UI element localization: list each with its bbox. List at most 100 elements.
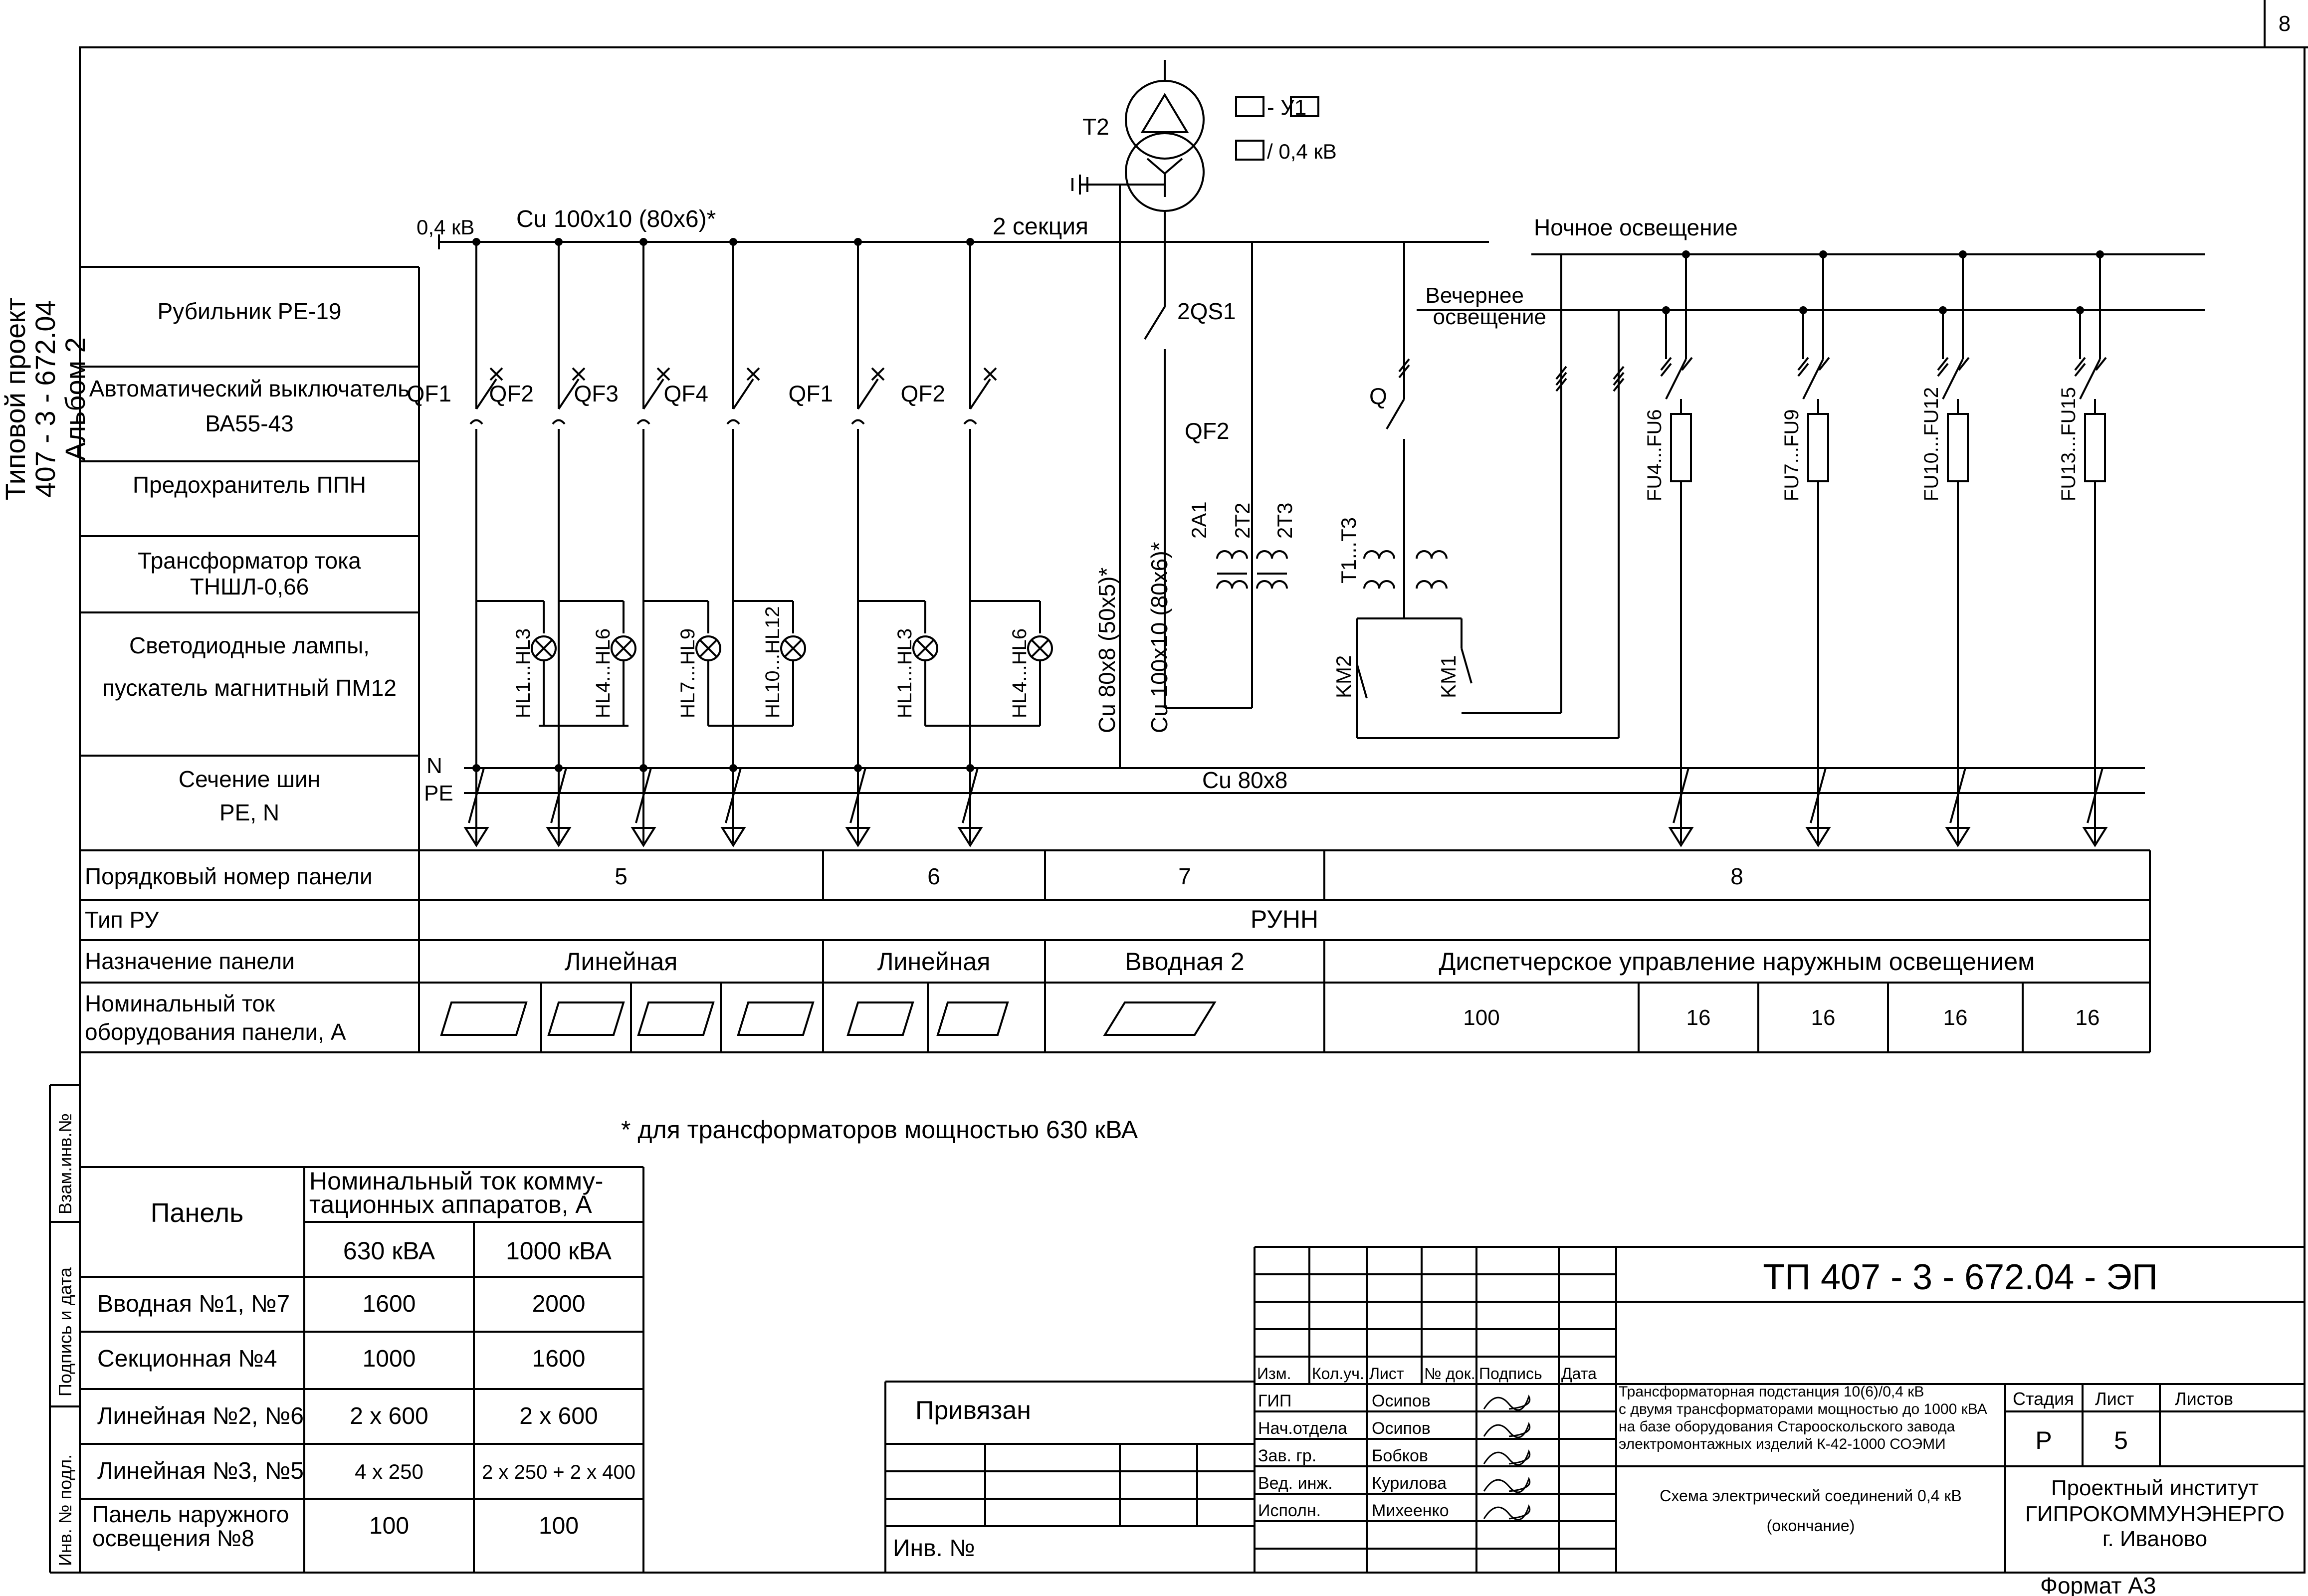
svg-text:Взам.инв.№: Взам.инв.№ (55, 1113, 75, 1214)
night-lighting-label: Ночное освещение (1534, 214, 1738, 240)
lamp-5-label: HL1...HL3 (894, 628, 916, 718)
role-2: Зав. гр. (1258, 1446, 1316, 1465)
lighting-feeder-4 (2074, 250, 2108, 847)
row-label-current-2: оборудования панели, А (85, 1019, 346, 1045)
panel-number-6: 6 (927, 863, 940, 889)
row-2-1000: 2 x 600 (519, 1403, 598, 1429)
panel-table: Порядковый номер панели Тип РУ Назначени… (85, 863, 2099, 1045)
row-label-current-1: Номинальный ток (85, 991, 275, 1016)
contactor-km2-label: KM2 (1332, 655, 1355, 698)
row-1-630: 1000 (363, 1346, 416, 1372)
switch-q-label: Q (1369, 383, 1387, 409)
cable-cu80x8-label: Cu 80x8 (50x5)* (1094, 568, 1120, 733)
row-4-panel-1: Панель наружного (92, 1501, 289, 1527)
sheet-title-2: (окончание) (1767, 1517, 1855, 1535)
lighting-feeder-1 (1660, 250, 1694, 847)
role-1: Нач.отдела (1258, 1419, 1347, 1438)
legend-item-2-line-0: Предохранитель ППН (133, 472, 366, 498)
voltage-label: 0,4 кВ (417, 215, 474, 239)
ct-2t3-label: 2T3 (1273, 503, 1296, 539)
role-3: Вед. инж. (1258, 1474, 1333, 1493)
row-label-panel-number: Порядковый номер панели (85, 863, 373, 889)
breaker-6-label: QF2 (901, 381, 945, 406)
purpose-7: Вводная 2 (1125, 948, 1244, 976)
doc-code: ТП 407 - 3 - 672.04 - ЭП (1763, 1257, 2158, 1297)
change-header-2: Лист (1369, 1365, 1404, 1383)
side-project-label: Типовой проект 407 - 3 - 672.04 Альбом 2 (0, 298, 91, 500)
description-line-1: с двумя трансформаторами мощностью до 10… (1619, 1401, 1987, 1417)
org-line-3: г. Иваново (2102, 1527, 2207, 1551)
cable-cu100x10-label: Cu 100x10 (80x6)* (1146, 542, 1172, 733)
busbar-label: Cu 100x10 (80x6)* (516, 206, 716, 232)
panel-number-7: 7 (1178, 863, 1191, 889)
change-header-4: Подпись (1479, 1365, 1542, 1383)
legend-item-1-line-0: Автоматический выключатель (89, 376, 410, 401)
row-4-1000: 100 (539, 1513, 579, 1539)
change-header-1: Кол.уч. (1312, 1365, 1364, 1383)
breaker-4-label: QF4 (664, 381, 708, 406)
sheet-value: 5 (2114, 1426, 2128, 1454)
side-stamp: Взам.инв.№ Подпись и дата Инв. № подл. (55, 1113, 75, 1566)
description-line-2: на базе оборудования Старооскольского за… (1619, 1418, 1955, 1435)
sheet-header: Лист (2095, 1389, 2134, 1409)
row-2-630: 2 x 600 (350, 1403, 428, 1429)
legend-item-0-line-0: Рубильник РЕ-19 (158, 298, 342, 324)
row-1-1000: 1600 (532, 1346, 586, 1372)
row-0-1000: 2000 (532, 1291, 586, 1317)
feeder-2 (546, 238, 586, 847)
current-16-b: 16 (1811, 1005, 1836, 1030)
lamp-6-label: HL4...HL6 (1009, 628, 1031, 718)
ct-2t2-label: 2T2 (1231, 503, 1254, 539)
header-1000: 1000 кВА (506, 1237, 612, 1265)
signature-1 (1483, 1422, 1530, 1438)
title-block: ТП 407 - 3 - 672.04 - ЭП Привязан Инв. №… (893, 1257, 2285, 1596)
purpose-8: Диспетчерское управление наружным освеще… (1439, 948, 2035, 976)
lamp-circuit-6 (970, 600, 1053, 726)
org-line-2: ГИПРОКОММУНЭНЕРГО (2025, 1502, 2285, 1526)
header-current-1: Номинальный ток комму- (309, 1167, 603, 1195)
svg-text:Альбом 2: Альбом 2 (59, 337, 91, 461)
row-2-panel: Линейная №2, №6 (97, 1403, 304, 1429)
legend-item-4-line-1: пускатель магнитный ПМ12 (102, 675, 397, 701)
feeder-1 (463, 238, 503, 847)
panel-number-8: 8 (1730, 863, 1743, 889)
evening-lighting-label-1: Вечернее (1426, 283, 1524, 308)
legend-item-1-line-1: ВА55-43 (205, 410, 294, 436)
ct-t1-t3-label: T1...T3 (1337, 517, 1360, 584)
switch-2qs1-label: 2QS1 (1177, 298, 1236, 324)
breaker-3-label: QF3 (574, 381, 619, 406)
format-label: Формат А3 (2040, 1573, 2156, 1596)
current-16-c: 16 (1943, 1005, 1968, 1030)
row-0-630: 1600 (363, 1291, 416, 1317)
feeder-group: QF1HL1...HL3QF2HL4...HL6QF3HL7...HL9QF4H… (407, 238, 1053, 847)
lamp-3-label: HL7...HL9 (677, 628, 699, 718)
svg-text:407 - 3 - 672.04: 407 - 3 - 672.04 (29, 300, 61, 497)
row-4-panel-2: освещения №8 (92, 1525, 254, 1551)
breaker-2-label: QF2 (489, 381, 534, 406)
change-header-5: Дата (1561, 1365, 1597, 1383)
row-label-ru-type: Тип РУ (85, 907, 159, 933)
description-line-3: электромонтажных изделий К-42-1000 СОЭМИ (1619, 1436, 1946, 1452)
signature-2 (1483, 1449, 1530, 1466)
current-100: 100 (1463, 1005, 1499, 1030)
sheets-header: Листов (2175, 1389, 2233, 1409)
legend-item-3-line-1: ТНШЛ-0,66 (190, 574, 309, 599)
fuse-1-label: FU4...FU6 (1644, 409, 1666, 501)
purpose-5: Линейная (565, 948, 678, 976)
lamp-circuit-4 (708, 600, 806, 727)
fuse-2-label: FU7...FU9 (1781, 409, 1803, 501)
current-16-d: 16 (2076, 1005, 2100, 1030)
change-header-0: Изм. (1257, 1365, 1291, 1383)
fuse-4-label: FU13...FU15 (2058, 387, 2080, 501)
transformer-rating: - У1 (1267, 95, 1306, 120)
svg-text:Подпись и дата: Подпись и дата (55, 1267, 75, 1396)
description-line-0: Трансформаторная подстанция 10(6)/0,4 кВ (1619, 1384, 1924, 1400)
ru-type: РУНН (1251, 905, 1318, 933)
row-label-purpose: Назначение панели (85, 948, 295, 974)
section-label: 2 секция (993, 213, 1088, 240)
row-1-panel: Секционная №4 (97, 1346, 277, 1372)
